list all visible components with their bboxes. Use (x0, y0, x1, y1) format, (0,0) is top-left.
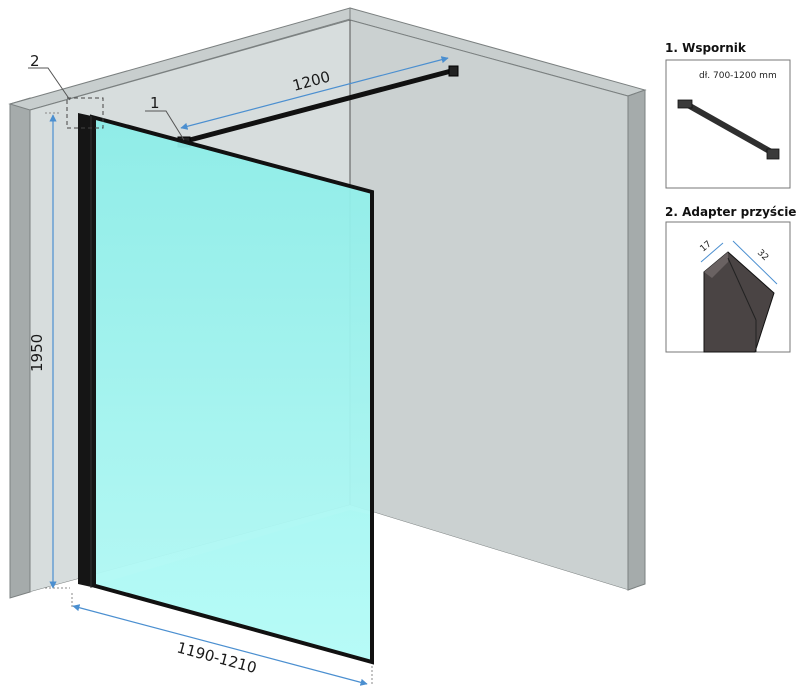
callout-1-label: 1 (150, 94, 160, 112)
callout-1: 1 (145, 94, 185, 141)
callout-2: 2 (28, 52, 71, 101)
wall-profile (78, 113, 96, 588)
detail-adapter: 2. Adapter przyścienny 17 32 (665, 205, 797, 353)
right-wall-edge (627, 89, 646, 591)
detail-bracket-image (677, 99, 780, 160)
dim-height: 1950 (28, 112, 70, 589)
detail-adapter-image (703, 251, 775, 353)
back-wall-face (349, 19, 629, 591)
glass-pane (92, 117, 372, 662)
adapter-callout-box (66, 97, 104, 129)
detail-bracket-frame (665, 59, 791, 189)
detail-bracket: 1. Wspornik dł. 700-1200 mm (665, 41, 791, 189)
detail-adapter-title: 2. Adapter przyścienny (665, 205, 797, 219)
detail-bracket-length: dł. 700-1200 mm (699, 71, 777, 81)
dim-height-label: 1950 (28, 334, 46, 372)
detail-bracket-title: 1. Wspornik (665, 41, 747, 55)
glass-panel (78, 113, 374, 665)
left-wall-edge (9, 97, 31, 599)
callout-2-label: 2 (30, 52, 40, 70)
